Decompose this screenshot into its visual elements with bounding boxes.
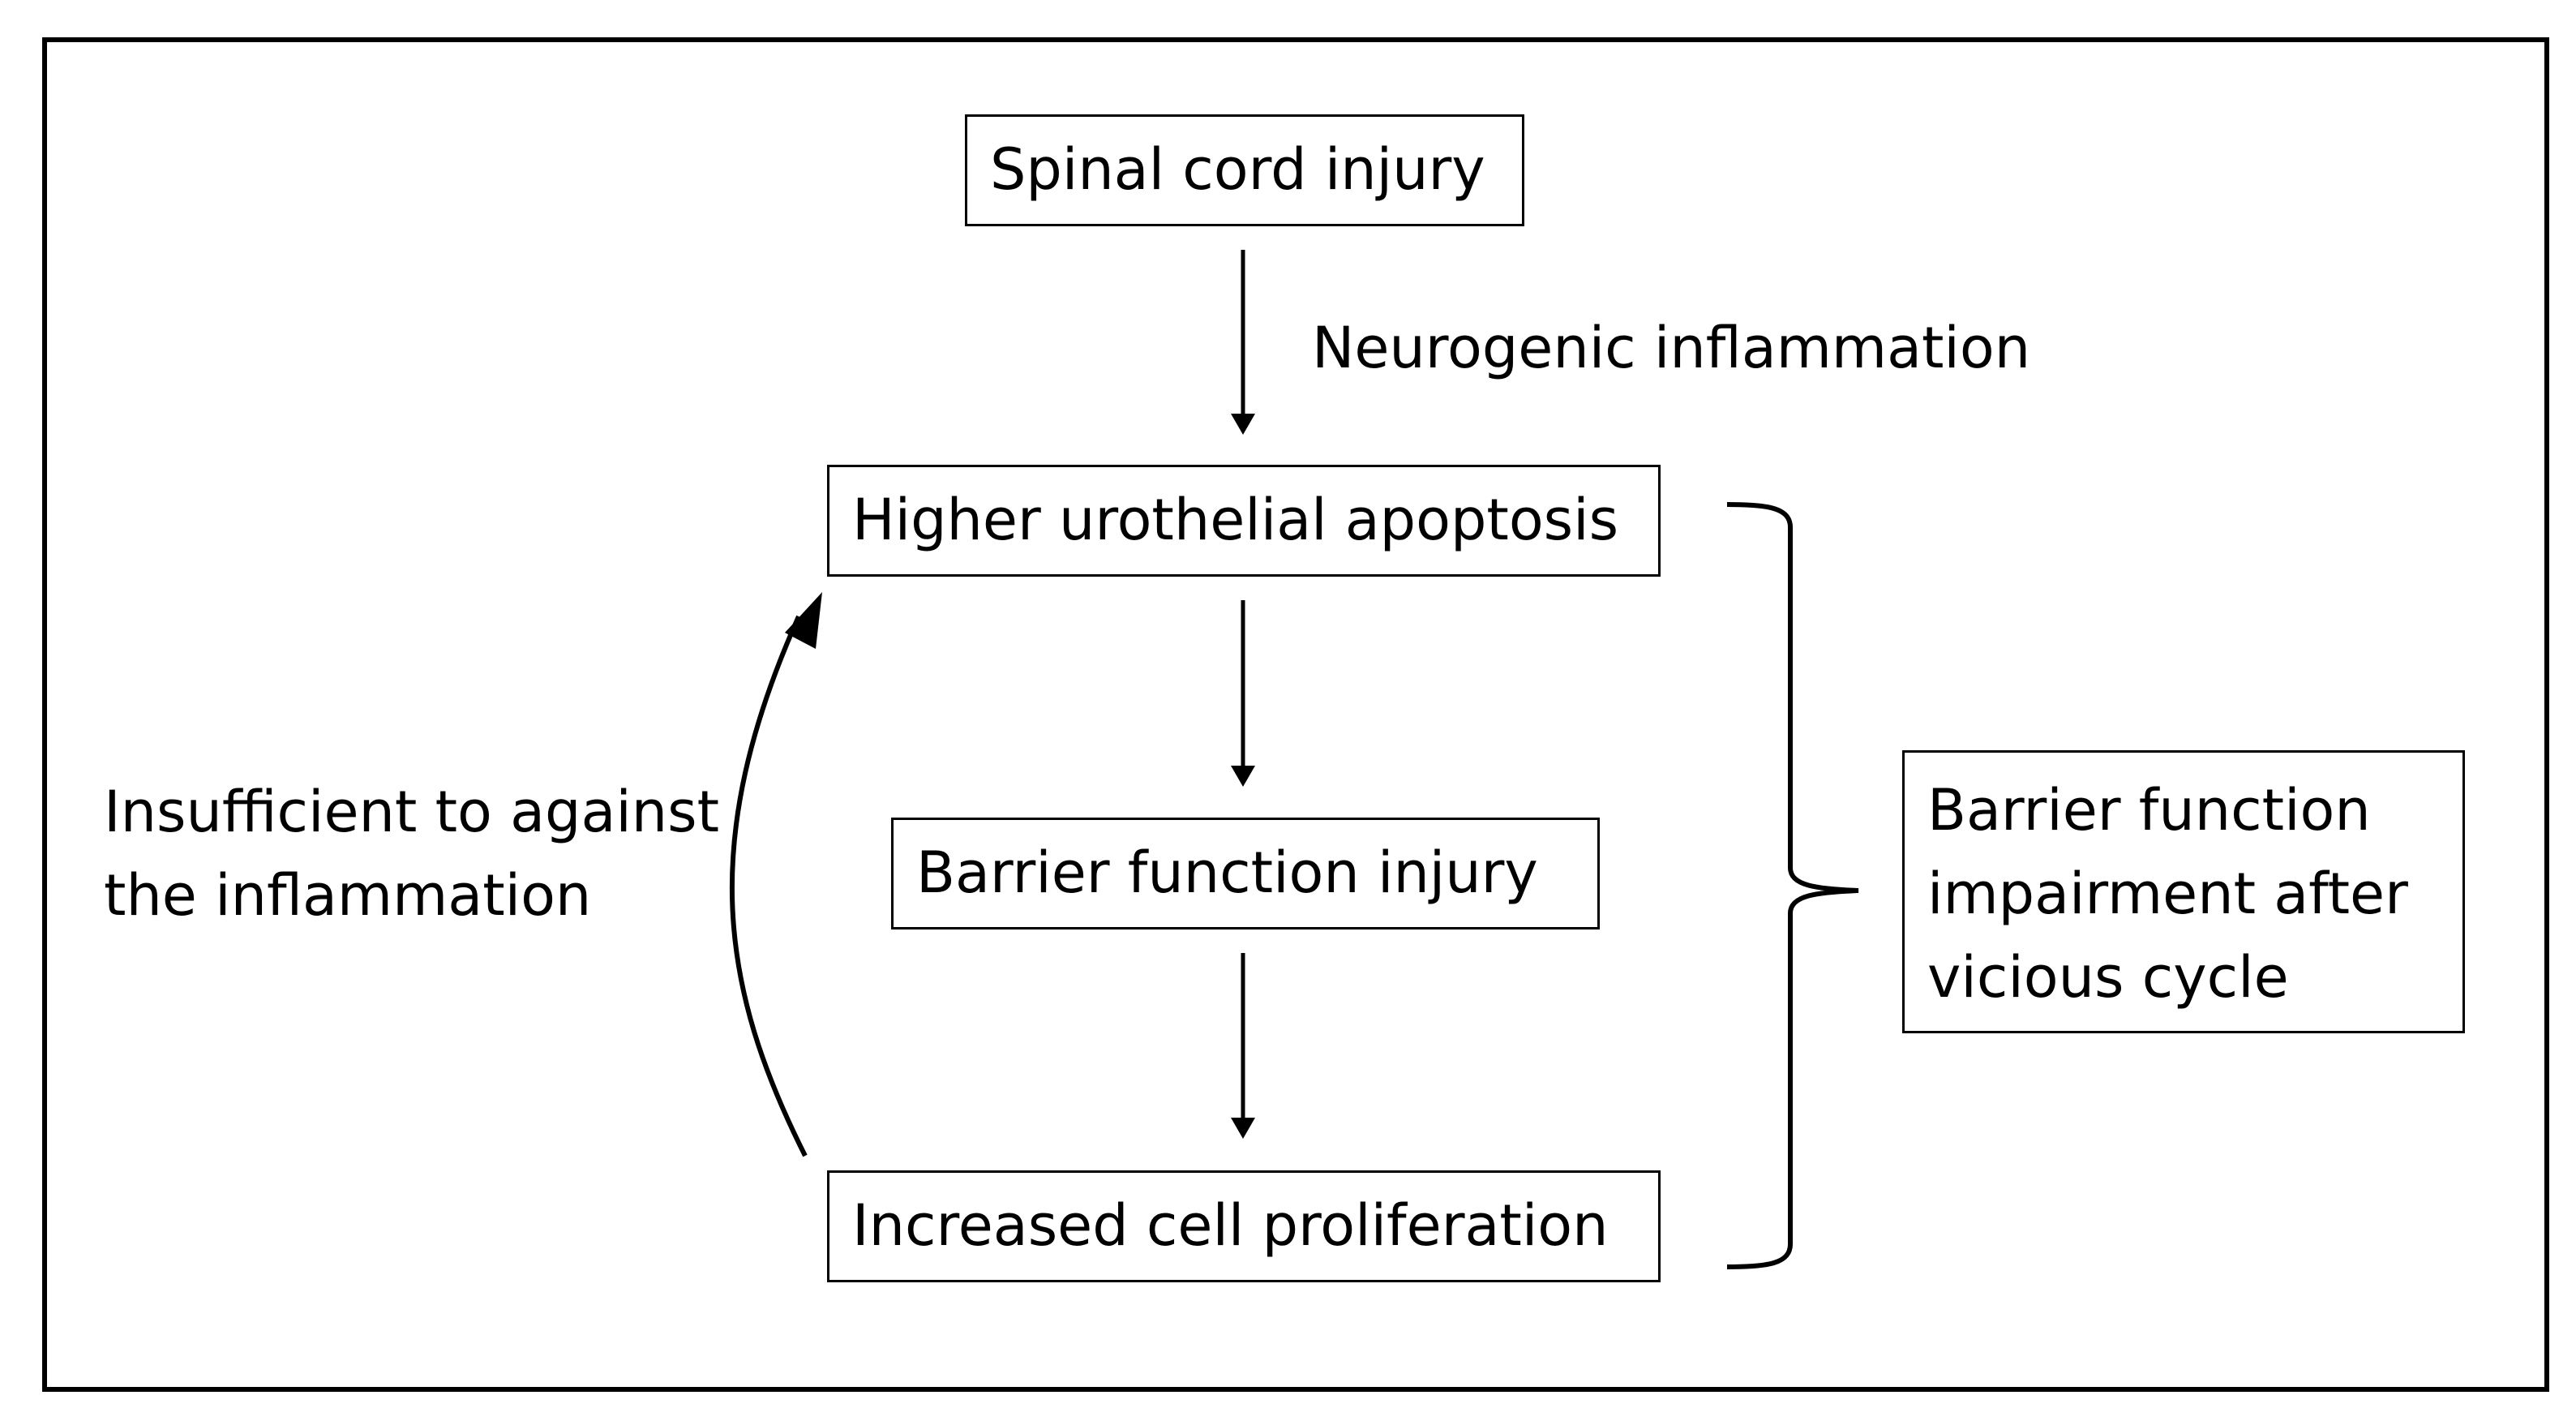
node-spinal-cord-injury: Spinal cord injury (965, 114, 1524, 226)
arrow-spinal-to-apoptosis (1231, 250, 1255, 435)
node-increased-cell-proliferation-label: Increased cell proliferation (852, 1192, 1609, 1260)
node-higher-urothelial-apoptosis-label: Higher urothelial apoptosis (852, 487, 1619, 554)
edge-label-neurogenic-inflammation: Neurogenic inflammation (1312, 315, 2031, 381)
node-barrier-impairment: Barrier function impairment after viciou… (1902, 750, 2465, 1033)
figure-frame (42, 37, 2549, 1392)
node-increased-cell-proliferation: Increased cell proliferation (827, 1170, 1661, 1282)
node-barrier-impairment-line-1: Barrier function (1927, 777, 2371, 844)
node-barrier-function-injury-label: Barrier function injury (916, 839, 1538, 907)
curly-brace (1726, 502, 1859, 1269)
node-higher-urothelial-apoptosis: Higher urothelial apoptosis (827, 465, 1661, 577)
edge-label-insufficient-line-2: the inflammation (104, 862, 592, 929)
arrow-apoptosis-to-barrier-injury (1231, 600, 1255, 787)
node-spinal-cord-injury-label: Spinal cord injury (990, 136, 1485, 204)
edge-label-insufficient-line-1: Insufficient to against (104, 779, 720, 845)
node-barrier-impairment-line-3: vicious cycle (1927, 944, 2289, 1011)
arrow-feedback-curve (729, 592, 822, 1157)
arrow-barrier-injury-to-proliferation (1231, 953, 1255, 1139)
node-barrier-impairment-line-2: impairment after (1927, 861, 2408, 927)
edge-label-insufficient: Insufficient to against the inflammation (104, 771, 719, 938)
node-barrier-function-injury: Barrier function injury (891, 818, 1600, 929)
